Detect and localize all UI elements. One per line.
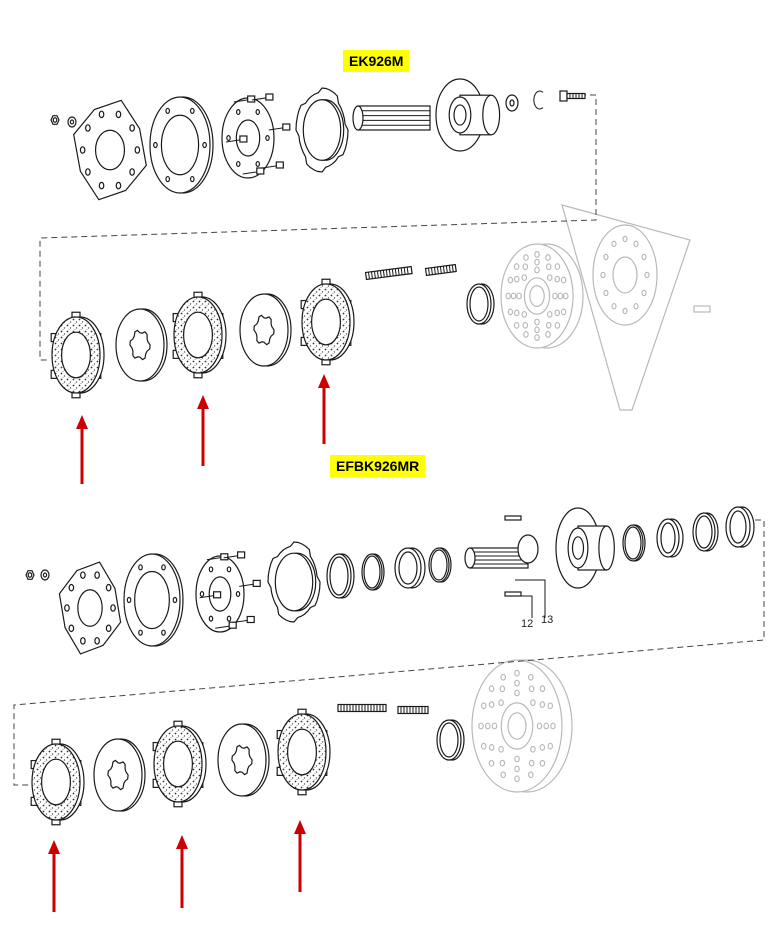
washer-lower [40,569,50,581]
ghost-adapter-plate-upper [561,204,711,411]
callout-12: 12 [521,618,534,630]
friction-disc-lower-2 [152,720,207,808]
arrow-friction-disc-upper-3 [318,374,330,444]
key-lower-2 [504,591,522,597]
kit-efbk926mr-parts [25,506,755,826]
flange-ring-upper [149,96,214,194]
kit-ek926m-parts [50,78,586,399]
o-ring-upper [466,283,495,325]
friction-disc-lower-3 [276,708,331,796]
nut-lower [25,570,35,580]
callout-leader-12 [515,595,533,618]
steel-spline-disc-lower-1 [93,738,146,812]
shaft-collar-lower [517,534,539,564]
steel-drive-plate-lower [267,541,321,623]
key-lower-1 [504,515,522,521]
callout-13: 13 [541,614,554,626]
friction-disc-upper-1 [50,311,105,399]
stud-plate-lower [195,551,261,633]
hub-lower [555,507,615,589]
ring-lower-2 [656,518,684,558]
spacer-upper [505,94,519,112]
washer-upper [67,116,77,128]
ring-lower-4 [725,506,755,548]
friction-disc-upper-3 [300,278,355,366]
nut-upper [50,115,60,125]
splined-shaft-lower [464,547,529,569]
seal-lower-1 [326,553,355,599]
bolt-upper [559,90,586,102]
steel-spline-disc-lower-2 [217,723,270,797]
pin-upper-2 [424,263,457,277]
stud-plate-upper [221,93,291,179]
steel-spline-disc-upper-2 [239,293,292,367]
adapter-plate-lower [58,561,122,655]
friction-disc-lower-1 [30,738,85,826]
washer-ring-lower [428,547,452,583]
kit-label-efbk926mr: EFBK926MR [330,455,426,477]
splined-shaft-upper [352,105,431,131]
seal-lower-2 [361,553,385,591]
steel-spline-disc-upper-1 [115,308,168,382]
arrow-friction-disc-lower-1 [48,840,60,912]
arrow-friction-disc-upper-1 [76,415,88,484]
connector-line-upper [39,94,597,361]
callout-leader-13 [515,579,546,618]
ring-lower-1 [622,524,646,562]
friction-disc-upper-2 [172,291,227,379]
arrow-friction-disc-lower-2 [176,835,188,908]
flange-ring-lower [123,553,184,647]
arrow-friction-disc-upper-2 [197,395,209,466]
adapter-plate-upper [73,99,147,201]
o-ring-lower [436,719,465,761]
kit-label-ek926m: EK926M [343,50,410,72]
ghost-flywheel-upper [500,243,584,349]
ghost-flywheel-lower [471,659,573,793]
hub-upper [435,78,501,152]
pin-lower-1 [337,703,387,713]
arrow-friction-disc-lower-3 [294,820,306,892]
steel-drive-plate-upper [295,87,349,173]
pin-upper-1 [364,265,413,281]
connector-line-lower [13,519,765,786]
snap-ring-upper [533,90,544,110]
seal-lower-3 [394,547,426,589]
pin-lower-2 [397,705,429,715]
ring-lower-3 [692,512,719,552]
